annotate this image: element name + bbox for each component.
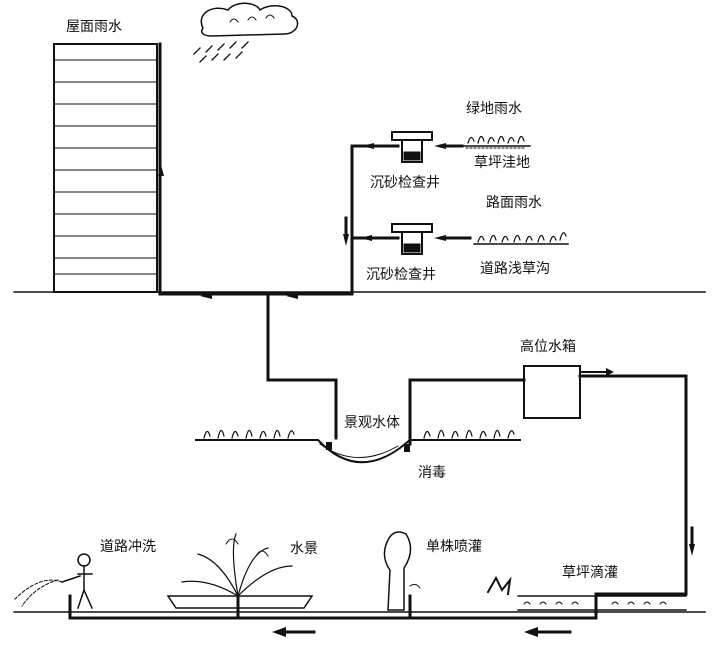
grass-icon bbox=[467, 135, 525, 144]
flow-arrows bbox=[158, 143, 695, 637]
supply-pipe bbox=[578, 374, 688, 596]
high-tank-label: 高位水箱 bbox=[520, 339, 576, 355]
tree-sprinkler-icon bbox=[383, 531, 421, 611]
water-feature-label: 水景 bbox=[290, 541, 318, 557]
building bbox=[53, 43, 158, 293]
pump-pipe bbox=[408, 378, 526, 446]
rain-cloud-icon bbox=[193, 2, 299, 63]
landscape-pond bbox=[195, 429, 521, 464]
fountain-icon bbox=[166, 533, 314, 609]
settling-well-1 bbox=[391, 131, 433, 163]
swale-grass-icon bbox=[477, 232, 567, 243]
roof-rain-label: 屋面雨水 bbox=[66, 19, 122, 35]
lawn-depression-label: 草坪洼地 bbox=[474, 155, 530, 171]
shrub-icon bbox=[486, 575, 512, 596]
lawn-drip-label: 草坪滴灌 bbox=[562, 565, 618, 581]
road-rain-label: 路面雨水 bbox=[486, 195, 542, 211]
collection-pipe bbox=[158, 42, 400, 296]
settling-well-1-label: 沉砂检查井 bbox=[370, 175, 440, 191]
high-tank bbox=[523, 365, 581, 419]
road-swale-label: 道路浅草沟 bbox=[480, 261, 550, 277]
inflow-pipe bbox=[266, 292, 338, 440]
disinfection-label: 消毒 bbox=[418, 465, 446, 481]
drip-lawn bbox=[517, 595, 687, 611]
distribution-pipe bbox=[68, 592, 598, 620]
person-washing-icon bbox=[13, 553, 93, 609]
green-rain-label: 绿地雨水 bbox=[466, 101, 522, 117]
landscape-water-label: 景观水体 bbox=[344, 415, 400, 431]
road-flushing-label: 道路冲洗 bbox=[100, 539, 156, 555]
settling-well-2 bbox=[391, 223, 433, 255]
settling-well-2-label: 沉砂检查井 bbox=[366, 267, 436, 283]
single-sprinkler-label: 单株喷灌 bbox=[426, 539, 482, 555]
